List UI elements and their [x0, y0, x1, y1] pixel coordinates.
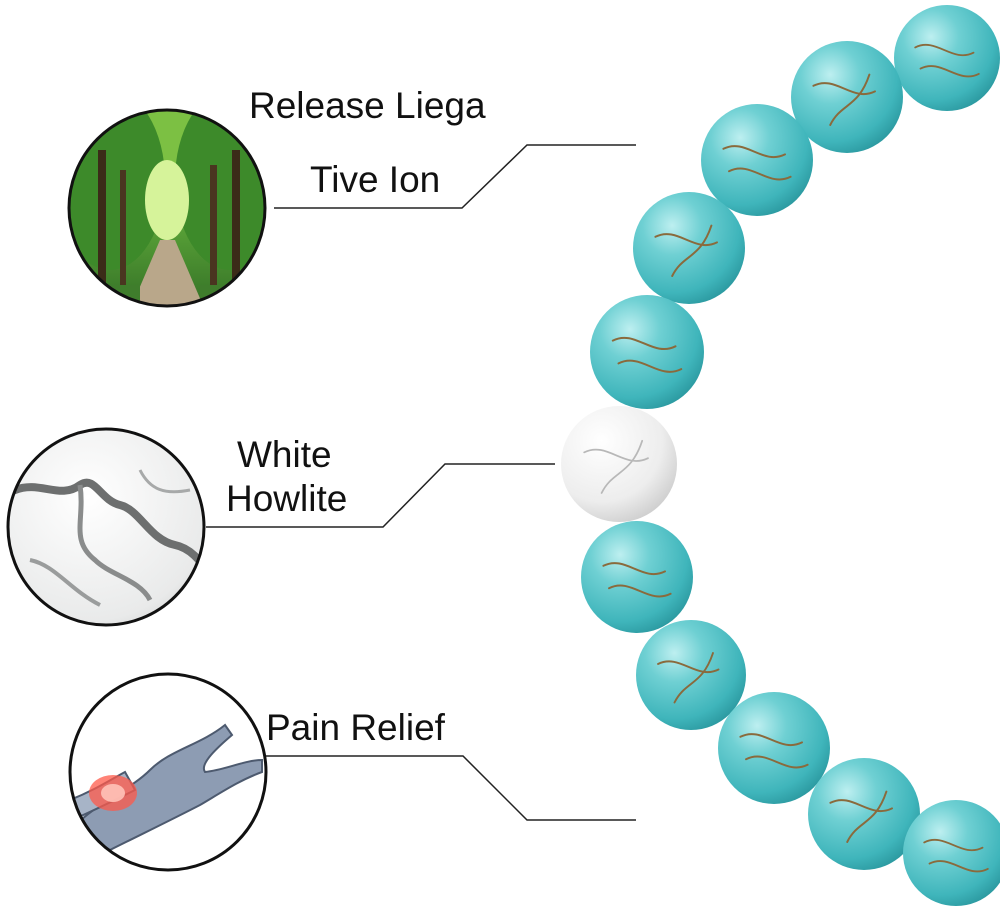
- howlite-bead: [561, 406, 677, 522]
- howlite-closeup-icon: [6, 427, 206, 627]
- label-white: White: [237, 434, 332, 475]
- callout-line-howlite: [206, 463, 555, 528]
- wrist-pain-icon: [68, 672, 268, 872]
- label-release-liega: Release Liega: [249, 85, 486, 126]
- turquoise-bead: [718, 692, 830, 804]
- callout-line-pain: [266, 755, 636, 821]
- turquoise-bead: [894, 5, 1000, 111]
- turquoise-bead: [903, 800, 1000, 906]
- turquoise-bead: [581, 521, 693, 633]
- turquoise-bead: [633, 192, 745, 304]
- label-howlite: Howlite: [226, 478, 348, 519]
- label-tive-ion: Tive Ion: [310, 159, 441, 200]
- turquoise-bead: [701, 104, 813, 216]
- turquoise-bead: [808, 758, 920, 870]
- label-pain-relief: Pain Relief: [266, 707, 445, 748]
- callout-line-release: [274, 144, 636, 209]
- turquoise-bead: [590, 295, 704, 409]
- turquoise-bead: [791, 41, 903, 153]
- turquoise-bead: [636, 620, 746, 730]
- bead-strand: [561, 5, 1000, 906]
